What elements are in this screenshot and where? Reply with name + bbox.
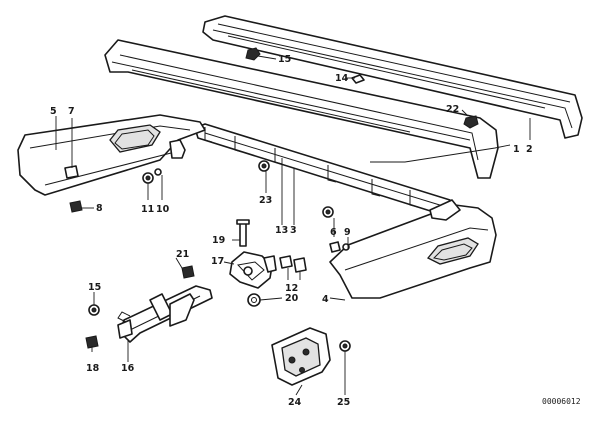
washer-9-left	[154, 168, 162, 176]
nut-25	[339, 340, 351, 352]
nut-11	[142, 172, 154, 184]
callout-19: 19	[212, 235, 225, 246]
callout-7: 7	[68, 106, 75, 117]
bumper-trim-strip	[202, 15, 583, 139]
callout-10: 10	[156, 204, 170, 215]
callout-12: 12	[285, 283, 298, 294]
screw-18-bottom	[85, 335, 99, 349]
callout-16: 16	[121, 363, 135, 374]
callout-15-bottom: 15	[88, 282, 101, 293]
callout-13: 13	[275, 225, 288, 236]
callout-4: 4	[322, 294, 329, 305]
nut-right	[322, 206, 334, 218]
callout-24: 24	[288, 397, 302, 408]
rail-brackets	[204, 127, 419, 208]
bumper-shell	[104, 39, 499, 179]
clip-14	[351, 74, 365, 84]
screw-8	[69, 200, 83, 213]
callout-25: 25	[337, 397, 350, 408]
nut-13	[279, 255, 293, 269]
screw-22	[463, 115, 479, 129]
bracket-panel	[271, 327, 331, 386]
clip-12	[293, 257, 307, 273]
callout-18-bottom: 18	[86, 363, 100, 374]
nut-15-bottom	[88, 304, 100, 316]
bolt-21	[181, 265, 195, 279]
callout-1: 1	[513, 144, 520, 155]
clip-6	[329, 241, 341, 253]
callout-21: 21	[176, 249, 189, 260]
washer-20	[247, 293, 261, 307]
nut-23	[258, 160, 270, 172]
bolt-19	[236, 219, 250, 247]
left-end-cap	[17, 114, 206, 196]
diagram-reference-number: 00006012	[542, 397, 581, 406]
leader-lines	[55, 55, 531, 396]
callout-labels: 15 14 22 1 2 5 7 8 11 10 23 13 3 6 9 19 …	[50, 54, 581, 408]
impact-absorber	[229, 251, 277, 289]
carrier-rail	[194, 123, 451, 215]
washer-9-right	[342, 243, 350, 251]
callout-20: 20	[285, 293, 299, 304]
callout-2: 2	[526, 144, 533, 155]
callout-6: 6	[330, 227, 337, 238]
bumper-bracket-assembly	[117, 285, 213, 343]
callout-14: 14	[335, 73, 349, 84]
right-end-cap	[329, 199, 497, 299]
callout-3: 3	[290, 225, 297, 236]
clip-7	[64, 165, 79, 179]
callout-5: 5	[50, 106, 57, 117]
callout-15-top: 15	[278, 54, 291, 65]
callout-22: 22	[446, 104, 459, 115]
callout-8: 8	[96, 203, 103, 214]
nut-15-top	[245, 47, 261, 61]
callout-11: 11	[141, 204, 154, 215]
callout-23: 23	[259, 195, 272, 206]
callout-9: 9	[344, 227, 351, 238]
callout-17: 17	[211, 256, 224, 267]
